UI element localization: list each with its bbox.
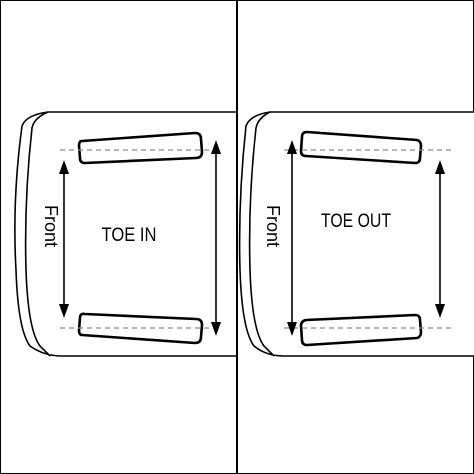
- arrowhead-up: [211, 140, 221, 154]
- panel-title: TOE OUT: [321, 211, 391, 232]
- panel-title: TOE IN: [102, 225, 157, 246]
- arrowhead-up: [435, 160, 445, 174]
- arrowhead-down: [287, 322, 297, 336]
- panel-toe-out: Front TOE OUT: [238, 111, 474, 357]
- arrowhead-up: [287, 140, 297, 154]
- front-bumper-outline: [24, 111, 51, 357]
- panel-toe-in: Front TOE IN: [14, 111, 236, 357]
- front-label: Front: [263, 205, 283, 247]
- arrowhead-down: [59, 304, 69, 318]
- arrowhead-down: [435, 304, 445, 318]
- front-left-tire: [299, 130, 423, 165]
- arrowhead-down: [211, 322, 221, 336]
- car-body-outline: [14, 111, 236, 357]
- front-bumper-outline: [248, 111, 275, 357]
- car-body-outline: [238, 111, 474, 357]
- front-label: Front: [41, 205, 61, 247]
- front-right-tire: [299, 313, 423, 347]
- front-right-tire: [77, 312, 204, 345]
- arrowhead-up: [59, 160, 69, 174]
- front-left-tire: [77, 131, 204, 165]
